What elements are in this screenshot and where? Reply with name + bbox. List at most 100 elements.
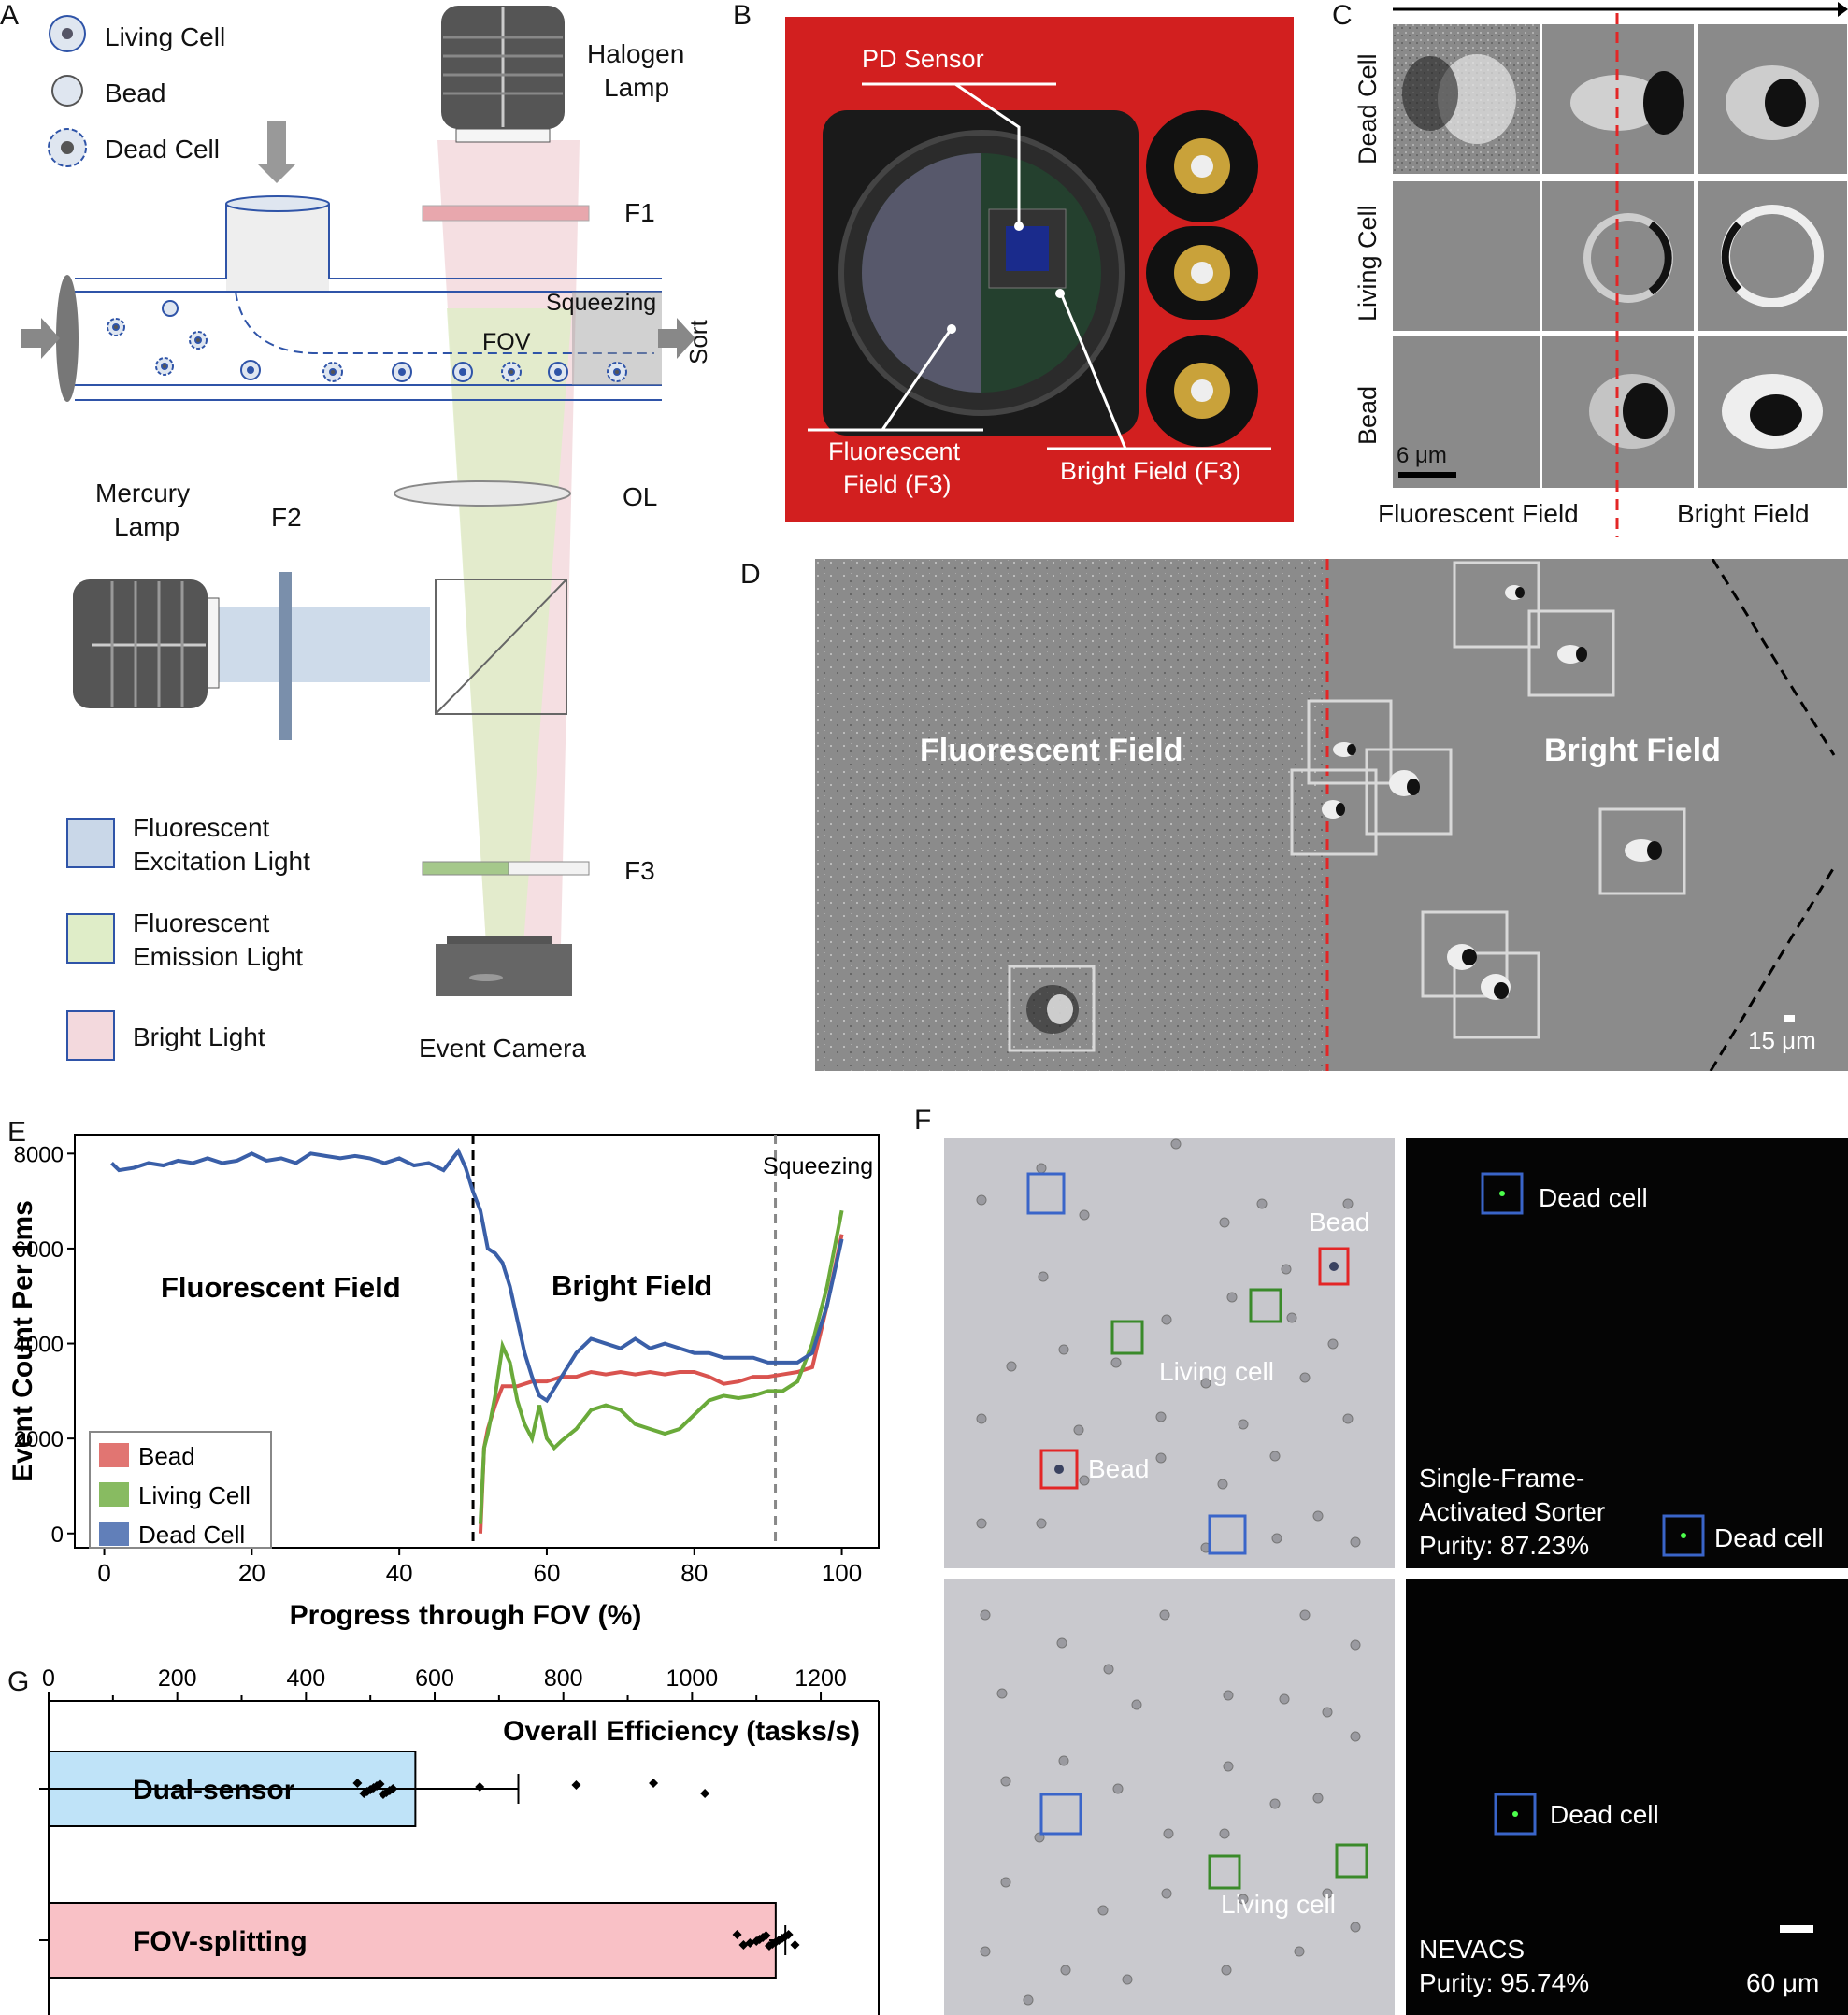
data-point [783, 1930, 794, 1939]
panel-b-photo [785, 17, 1294, 522]
microfluidic-channel [56, 195, 662, 402]
g-tick-label: 800 [544, 1665, 583, 1692]
bar-label: FOV-splitting [133, 1926, 308, 1957]
legend-emission-label-1: Fluorescent [133, 908, 270, 937]
panel-d-bright-label: Bright Field [1544, 733, 1721, 768]
data-point [700, 1789, 710, 1798]
panel-d-fluor-label: Fluorescent Field [920, 733, 1183, 768]
legend-bead-label: Bead [105, 79, 166, 107]
y-tick-label: 8000 [14, 1142, 64, 1167]
f3-filter-clear [508, 861, 590, 876]
mercury-label-1: Mercury [95, 479, 191, 507]
legend-living-text: Living Cell [138, 1481, 251, 1509]
legend-bead-icon [51, 75, 83, 107]
g-tick-label: 600 [415, 1665, 454, 1692]
panel-c-event-grid [1393, 2, 1848, 537]
x-tick-label: 0 [97, 1559, 110, 1587]
y-tick-label: 4000 [14, 1333, 64, 1358]
series-line-dead-cell [110, 1147, 844, 1404]
data-point [375, 1779, 385, 1789]
brightfield-bottom [944, 1579, 1395, 2015]
y-tick-label: 0 [51, 1522, 64, 1548]
f3-filter-green [422, 861, 509, 876]
g-tick-label: 1200 [795, 1665, 847, 1692]
panel-letter-e: E [7, 1117, 27, 1148]
g-tick-label: 400 [286, 1665, 325, 1692]
time-arrowhead-icon [1838, 2, 1848, 17]
data-point [475, 1782, 485, 1792]
legend-bead-text: Bead [138, 1442, 195, 1470]
sfas-line-2: Activated Sorter [1419, 1497, 1606, 1526]
chart-e-fluor-annotation: Fluorescent Field [161, 1271, 401, 1304]
sfas-purity: Purity: 87.23% [1419, 1531, 1590, 1560]
legend-living-cell-label: Living Cell [105, 22, 226, 51]
x-tick-label: 40 [386, 1559, 413, 1587]
legend-dead-cell-icon [48, 128, 87, 167]
f1-filter [422, 205, 590, 222]
g-tick-label: 1000 [666, 1665, 719, 1692]
squeezing-label-a: Squeezing [546, 290, 657, 316]
chart-e-xlabel: Progress through FOV (%) [290, 1600, 642, 1631]
data-point [761, 1931, 771, 1940]
ol-label: OL [623, 482, 658, 511]
halogen-lamp-icon [441, 6, 565, 143]
f-dead-label-3: Dead cell [1550, 1800, 1659, 1829]
scale-label-6um: 6 μm [1397, 443, 1447, 468]
f2-label: F2 [271, 503, 302, 532]
sort-arrow-icon [658, 318, 695, 359]
data-point [388, 1784, 398, 1793]
panel-letter-d: D [740, 559, 761, 590]
legend-living-cell-icon [49, 15, 86, 52]
sort-label: Sort [684, 320, 712, 364]
y-tick-label: 2000 [14, 1427, 64, 1452]
bar-fov-splitting [48, 1902, 777, 1979]
chart-g-title: Overall Efficiency (tasks/s) [503, 1716, 860, 1747]
panel-letter-f: F [914, 1105, 932, 1136]
panel-c-fluor-label: Fluorescent Field [1378, 499, 1579, 528]
sfas-line-1: Single-Frame- [1419, 1464, 1585, 1493]
chart-e-bright-annotation: Bright Field [552, 1269, 712, 1302]
x-tick-label: 60 [533, 1559, 560, 1587]
chart-e-squeezing-annotation: Squeezing [763, 1153, 873, 1179]
excitation-beam [215, 607, 430, 682]
legend-excitation-label-2: Excitation Light [133, 847, 310, 876]
emission-beam [447, 308, 572, 944]
f1-label: F1 [624, 198, 655, 227]
legend-emission-label-2: Emission Light [133, 942, 304, 971]
panel-d-event-frame [815, 559, 1848, 1071]
row-label-living-cell: Living Cell [1354, 205, 1382, 322]
mercury-lamp-icon [73, 579, 220, 708]
pd-sensor-label: PD Sensor [862, 45, 984, 73]
bar-label: Dual-sensor [133, 1775, 295, 1806]
row-label-dead-cell: Dead Cell [1354, 53, 1382, 164]
panel-c-bright-label: Bright Field [1677, 499, 1810, 528]
data-point [732, 1930, 742, 1939]
g-tick-label: 200 [158, 1665, 197, 1692]
scale-label-60um: 60 μm [1746, 1968, 1820, 1997]
scale-label-15um: 15 μm [1748, 1026, 1816, 1054]
x-tick-label: 100 [822, 1559, 862, 1587]
panel-a-schematic [21, 6, 695, 1061]
halogen-label-1: Halogen [587, 39, 685, 68]
y-tick-label: 6000 [14, 1237, 64, 1263]
nevacs-label: NEVACS [1419, 1935, 1526, 1964]
legend-dead-cell-label: Dead Cell [105, 135, 220, 164]
legend-living-swatch [99, 1482, 129, 1507]
fov-label: FOV [482, 329, 531, 355]
dichroic-mirror [435, 579, 567, 715]
halogen-label-2: Lamp [604, 73, 670, 102]
fluorescence-bottom [1406, 1579, 1848, 2015]
panel-letter-b: B [733, 0, 752, 31]
nevacs-purity: Purity: 95.74% [1419, 1968, 1590, 1997]
x-tick-label: 80 [680, 1559, 708, 1587]
data-point [790, 1940, 800, 1950]
f-bead-label-top: Bead [1309, 1208, 1370, 1236]
panel-f-boxes [1026, 1172, 1705, 1890]
channel-particles [107, 300, 627, 382]
legend-excitation-label-1: Fluorescent [133, 813, 270, 842]
series-line-living-cell [478, 1209, 844, 1524]
legend-dead-swatch [99, 1522, 129, 1546]
objective-lens [394, 480, 571, 507]
chart-e-ylabel: Event Count Per 1ms [7, 1200, 38, 1482]
